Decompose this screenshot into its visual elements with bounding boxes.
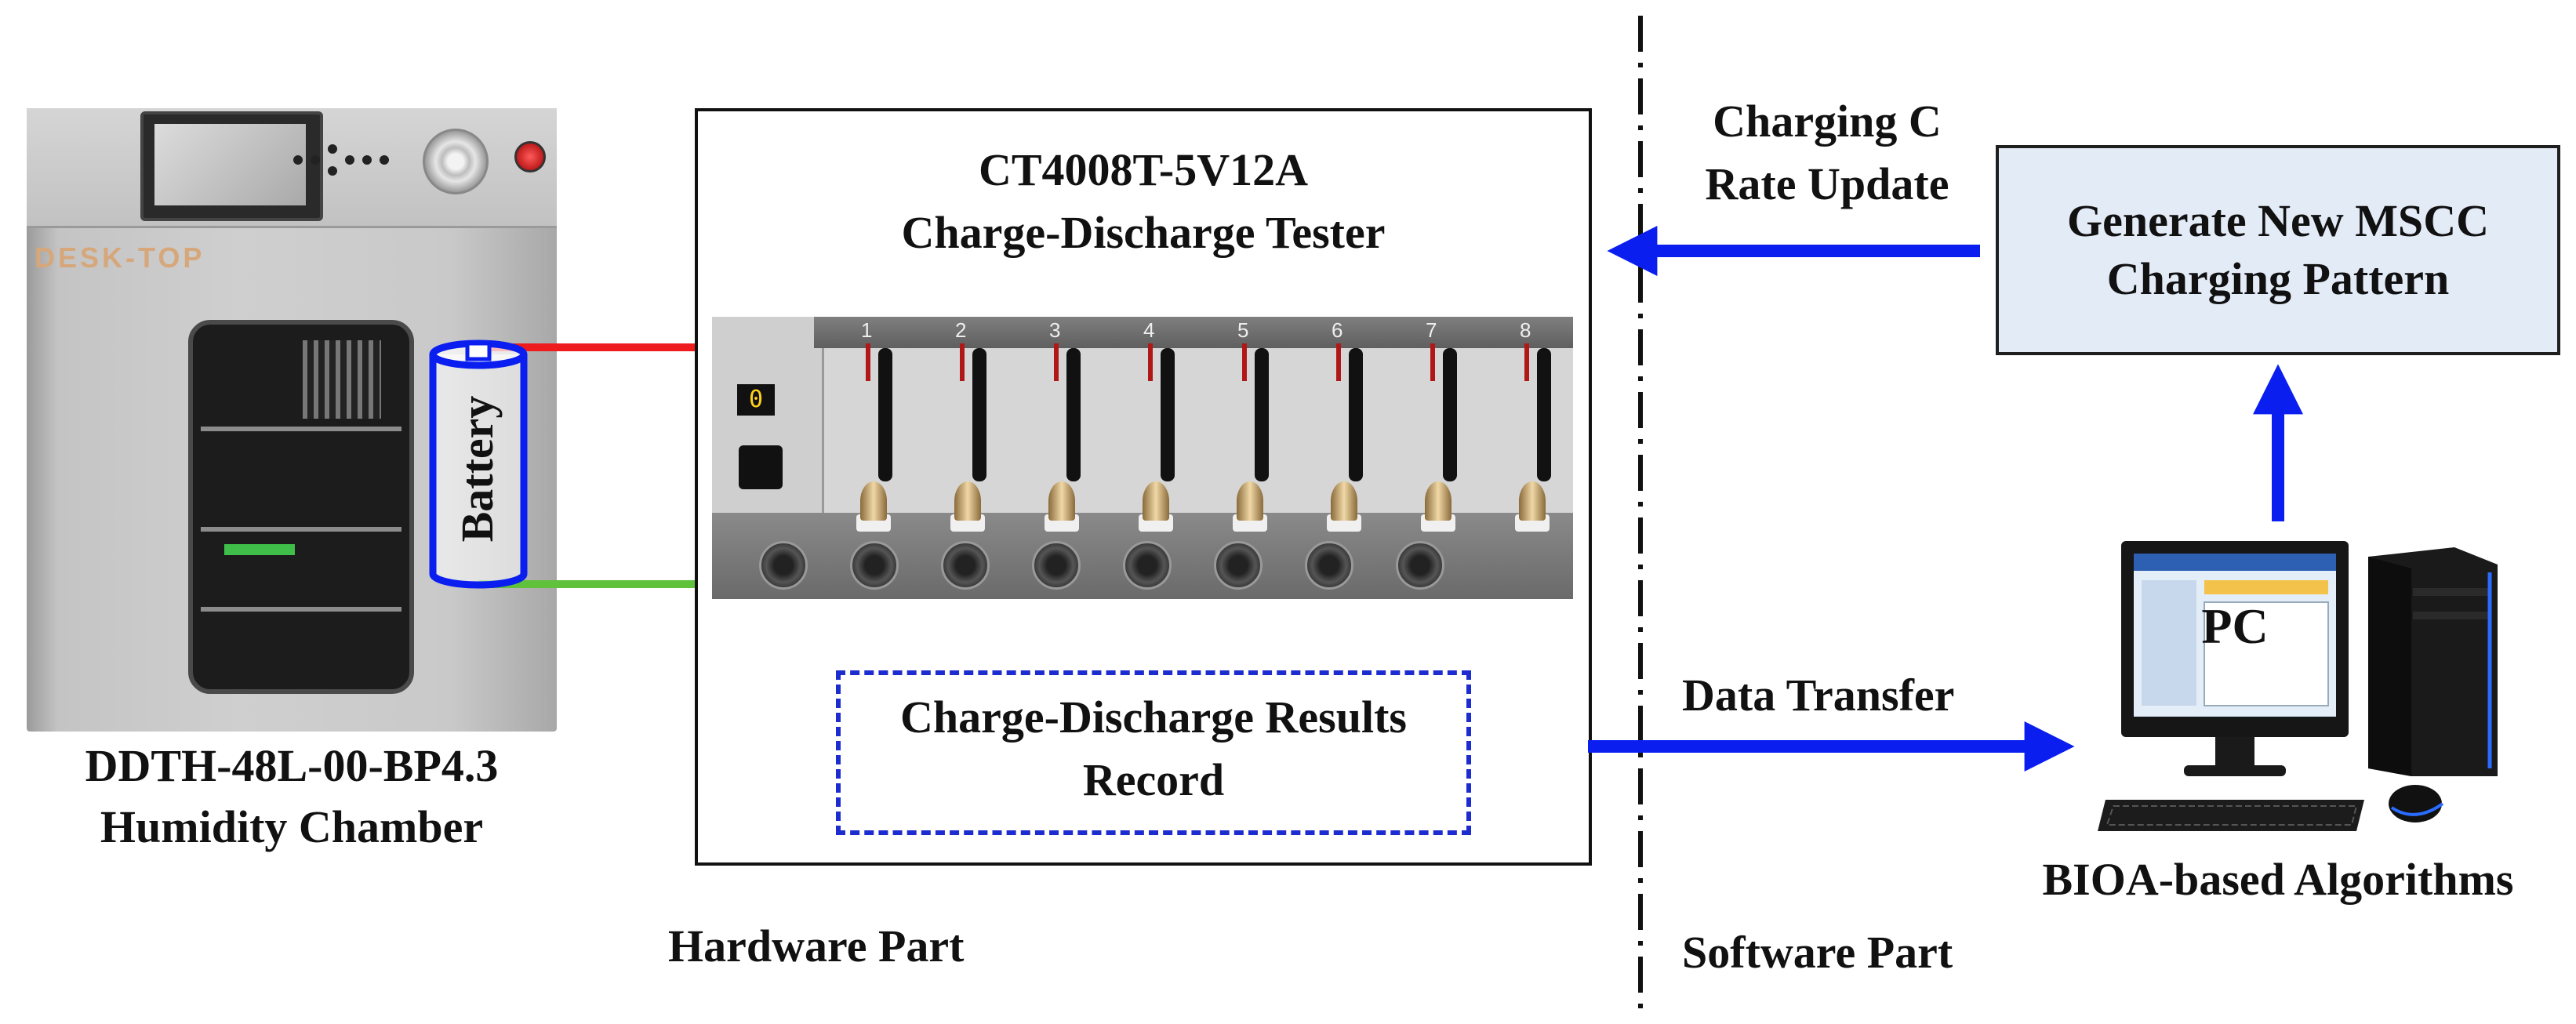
generate-pattern-box: Generate New MSCC Charging Pattern	[1996, 145, 2560, 355]
tester-channel-slot	[1161, 348, 1175, 481]
tester-device-photo: 0 1 2 3 4 5 6 7 8	[712, 317, 1573, 599]
tester-terminal-post	[860, 481, 887, 521]
tester-round-connector	[941, 541, 990, 590]
chamber-rack	[303, 340, 381, 419]
tester-terminal-post	[1519, 481, 1546, 521]
generate-line2: Charging Pattern	[2106, 253, 2450, 304]
chamber-screen-display	[154, 124, 306, 205]
panel-button-dot	[362, 155, 372, 165]
tester-round-connector	[1214, 541, 1263, 590]
channel-number: 7	[1426, 318, 1437, 342]
panel-button-dot	[328, 166, 337, 176]
battery-icon: Battery	[429, 340, 528, 589]
tester-lead-wire	[1430, 343, 1435, 381]
tester-lead-wire	[1054, 343, 1059, 381]
tester-channel-slot	[1443, 348, 1457, 481]
results-record-box	[836, 670, 1471, 835]
tester-round-connector	[1305, 541, 1353, 590]
chamber-label-line2: Humidity Chamber	[100, 801, 484, 852]
channel-number: 3	[1049, 318, 1061, 342]
panel-button-dot	[328, 144, 337, 154]
tester-front-panel: 0	[712, 317, 824, 513]
tester-channel-slot	[1537, 348, 1551, 481]
hardware-part-label: Hardware Part	[668, 921, 965, 971]
chamber-touch-screen	[140, 111, 323, 221]
tester-round-connector	[1123, 541, 1172, 590]
tester-terminal-post	[1331, 481, 1357, 521]
channel-number: 6	[1332, 318, 1343, 342]
hardware-software-divider	[1638, 16, 1643, 1011]
hardware-tester-box	[695, 108, 1592, 866]
tester-lead-wire	[960, 343, 965, 381]
tester-top-rail: 1 2 3 4 5 6 7 8	[814, 317, 1573, 348]
tester-lead-wire	[1148, 343, 1153, 381]
tester-channel-slot	[1066, 348, 1081, 481]
chamber-viewing-window	[188, 320, 414, 694]
chamber-shelf	[201, 527, 401, 532]
tester-channel-slot	[1255, 348, 1269, 481]
channel-number: 2	[955, 318, 967, 342]
chamber-label-line1: DDTH-48L-00-BP4.3	[85, 740, 499, 791]
results-line2: Record	[1082, 754, 1225, 805]
charging-update-line2: Rate Update	[1705, 158, 1949, 209]
chamber-indicator-light	[514, 141, 546, 172]
tester-round-connector	[1032, 541, 1081, 590]
tester-terminal-post	[1143, 481, 1169, 521]
tester-title-line2: Charge-Discharge Tester	[901, 207, 1386, 258]
tester-terminal-post	[1425, 481, 1451, 521]
charging-update-line1: Charging C	[1713, 96, 1942, 147]
panel-button-dot	[293, 155, 303, 165]
tester-terminal-post	[1048, 481, 1075, 521]
channel-number: 5	[1237, 318, 1249, 342]
channel-number: 1	[861, 318, 873, 342]
software-part-label: Software Part	[1682, 927, 1953, 978]
tester-title-line1: CT4008T-5V12A	[978, 144, 1309, 195]
pc-keyboard	[2098, 800, 2364, 831]
chamber-shelf	[201, 607, 401, 612]
data-transfer-label: Data Transfer	[1682, 670, 1955, 721]
generate-line1: Generate New MSCC	[2067, 194, 2489, 246]
pc-icon: PC	[2098, 541, 2498, 831]
tester-terminal-post	[1237, 481, 1263, 521]
tester-channel-slot	[972, 348, 986, 481]
tester-round-connector	[759, 541, 808, 590]
channel-number: 8	[1520, 318, 1531, 342]
panel-button-dot	[311, 155, 320, 165]
battery-label: Battery	[452, 396, 503, 543]
tester-round-connector	[1396, 541, 1444, 590]
tester-power-switch	[739, 445, 783, 489]
chamber-control-panel	[27, 108, 557, 228]
tester-digit-display: 0	[737, 384, 775, 416]
chamber-brand-text: DESK-TOP	[35, 241, 205, 274]
pc-caption: BIOA-based Algorithms	[2042, 854, 2514, 905]
panel-button-dot	[380, 155, 389, 165]
tester-channel-slot	[1349, 348, 1363, 481]
tester-lead-wire	[1336, 343, 1341, 381]
tester-lead-wire	[1242, 343, 1247, 381]
pc-label: PC	[2201, 598, 2268, 654]
channel-number: 4	[1143, 318, 1155, 342]
tester-lead-wire	[1524, 343, 1529, 381]
tester-terminal-post	[954, 481, 981, 521]
tester-channel-slot	[878, 348, 892, 481]
tester-lead-wire	[866, 343, 870, 381]
pc-mouse	[2389, 785, 2442, 822]
results-line1: Charge-Discharge Results	[900, 692, 1407, 743]
panel-button-dot	[345, 155, 354, 165]
chamber-shelf	[201, 427, 401, 431]
chamber-cable	[224, 544, 295, 555]
chamber-knob-icon	[423, 129, 489, 194]
tester-round-connector	[850, 541, 899, 590]
